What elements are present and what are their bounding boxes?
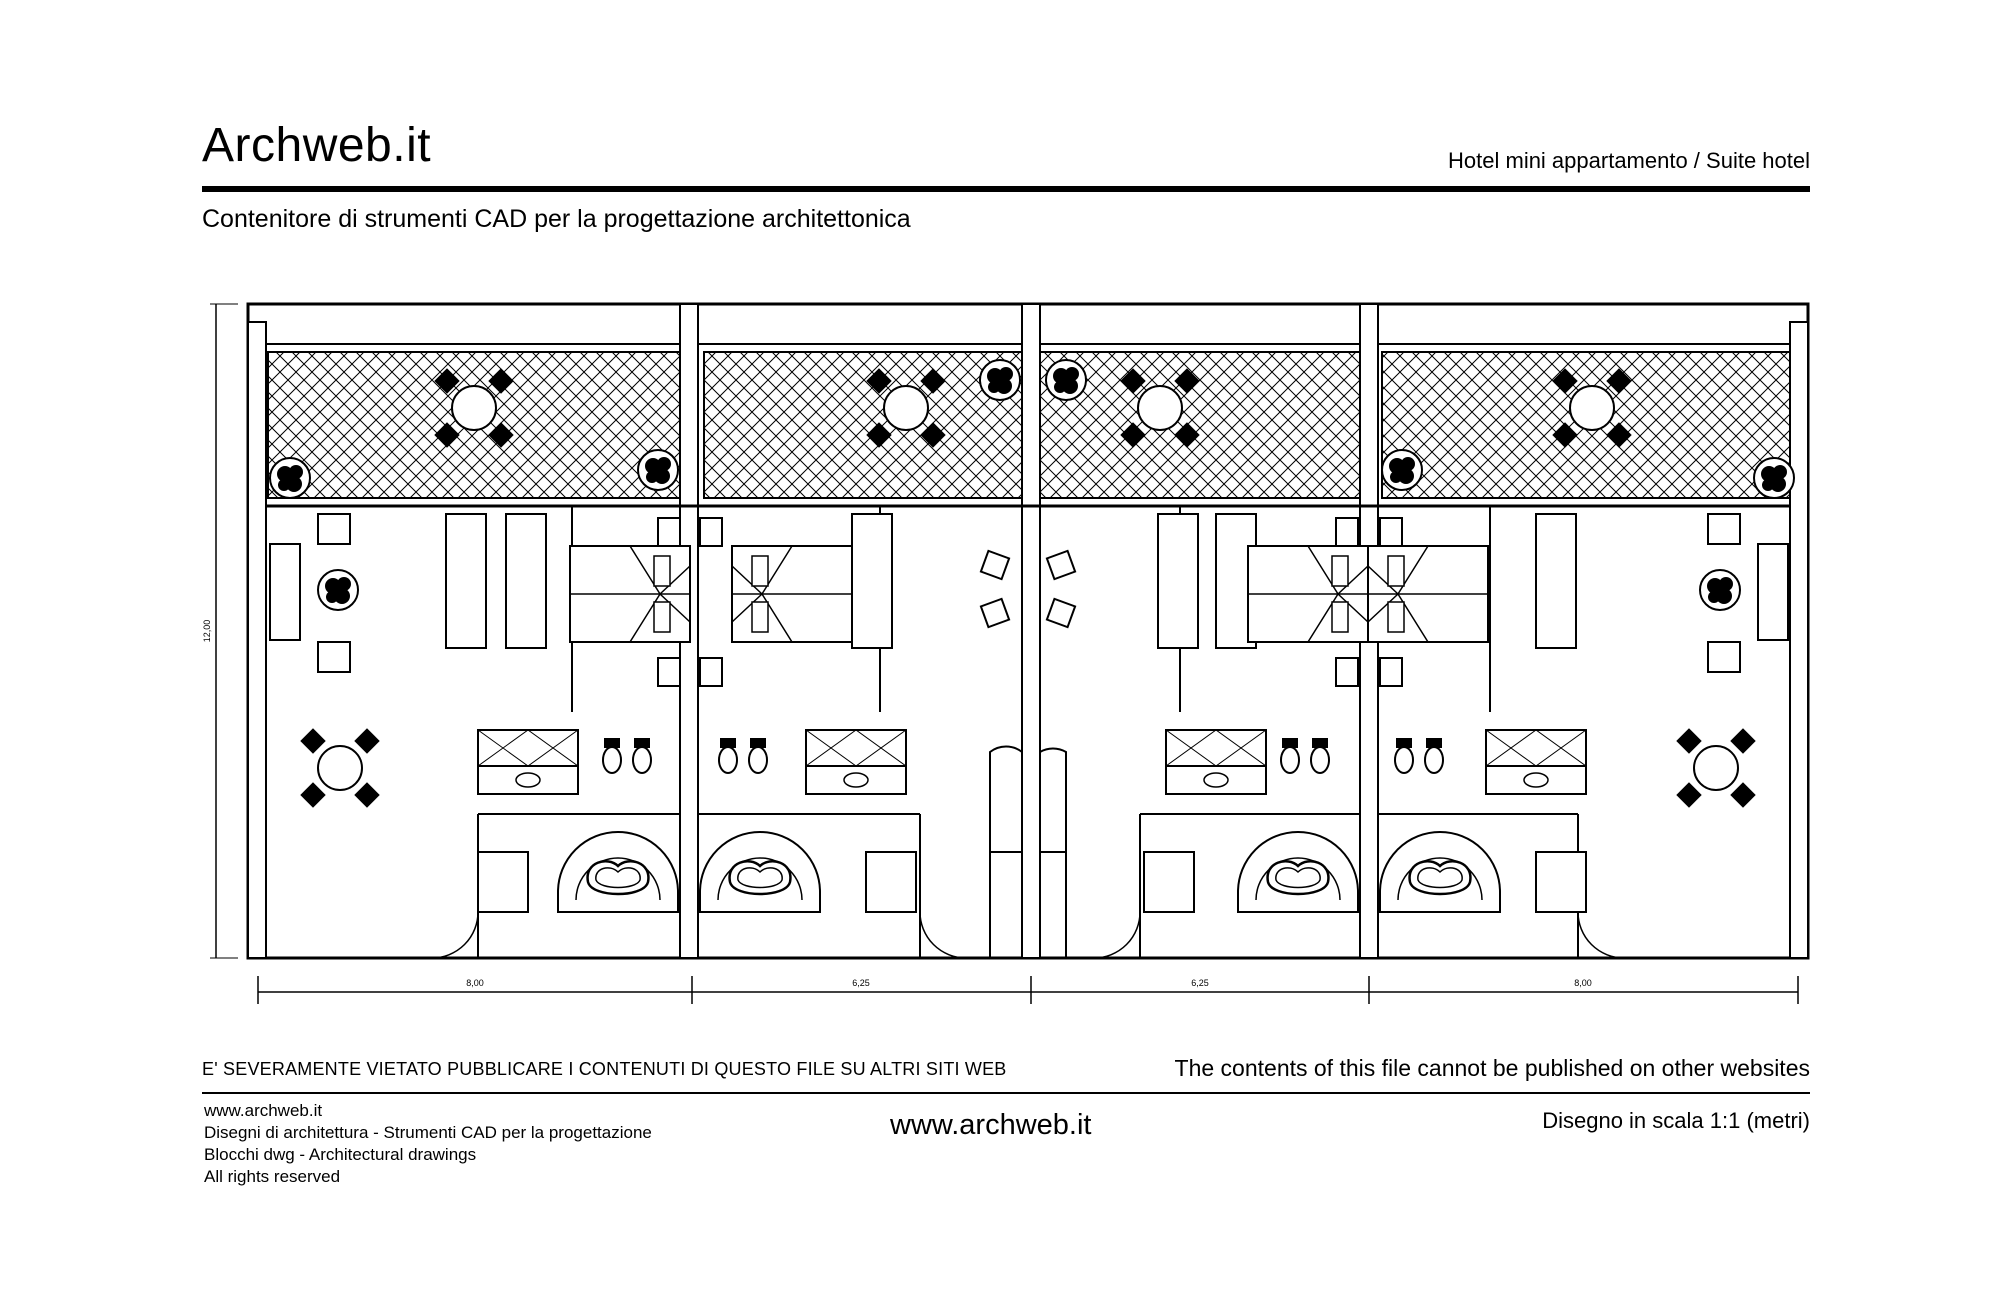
width-dimension-label: 8,00 <box>1574 978 1592 988</box>
header-rule <box>202 186 1810 192</box>
interior-walls <box>477 506 1579 958</box>
footer-info-line: www.archweb.it <box>204 1101 323 1120</box>
copyright-notice-english: The contents of this file cannot be publ… <box>1174 1055 1810 1081</box>
bathrooms <box>477 729 1587 914</box>
tagline: Contenitore di strumenti CAD per la prog… <box>202 205 911 233</box>
footer-website: www.archweb.it <box>890 1109 1092 1141</box>
entry-doors <box>431 911 1625 959</box>
terraces <box>267 351 1795 499</box>
height-dimension-label: 12,00 <box>202 620 212 643</box>
brand-logo-text: Archweb.it <box>202 119 432 172</box>
floor-plan-drawing: 12,00 <box>202 302 1810 1004</box>
width-dimension-label: 8,00 <box>466 978 484 988</box>
footer-rule <box>202 1092 1810 1094</box>
width-dimensions <box>257 976 1799 1004</box>
footer-info-line: Disegni di architettura - Strumenti CAD … <box>204 1123 652 1142</box>
drawing-scale-note: Disegno in scala 1:1 (metri) <box>1542 1108 1810 1133</box>
width-dimension-label: 6,25 <box>852 978 870 988</box>
width-dimension-label: 6,25 <box>1191 978 1209 988</box>
footer-info: www.archweb.it Disegni di architettura -… <box>204 1100 652 1188</box>
central-corridor <box>989 745 1067 958</box>
beds <box>569 517 1489 687</box>
corridor-chairs <box>979 549 1077 629</box>
copyright-notice-italian: E' SEVERAMENTE VIETATO PUBBLICARE I CONT… <box>202 1059 1007 1079</box>
footer-info-line: Blocchi dwg - Architectural drawings <box>204 1145 477 1164</box>
footer-info-line: All rights reserved <box>204 1167 341 1186</box>
living-furniture <box>269 513 1789 809</box>
wardrobes <box>445 513 1577 649</box>
project-title: Hotel mini appartamento / Suite hotel <box>1448 148 1810 173</box>
height-dimension <box>210 303 238 959</box>
